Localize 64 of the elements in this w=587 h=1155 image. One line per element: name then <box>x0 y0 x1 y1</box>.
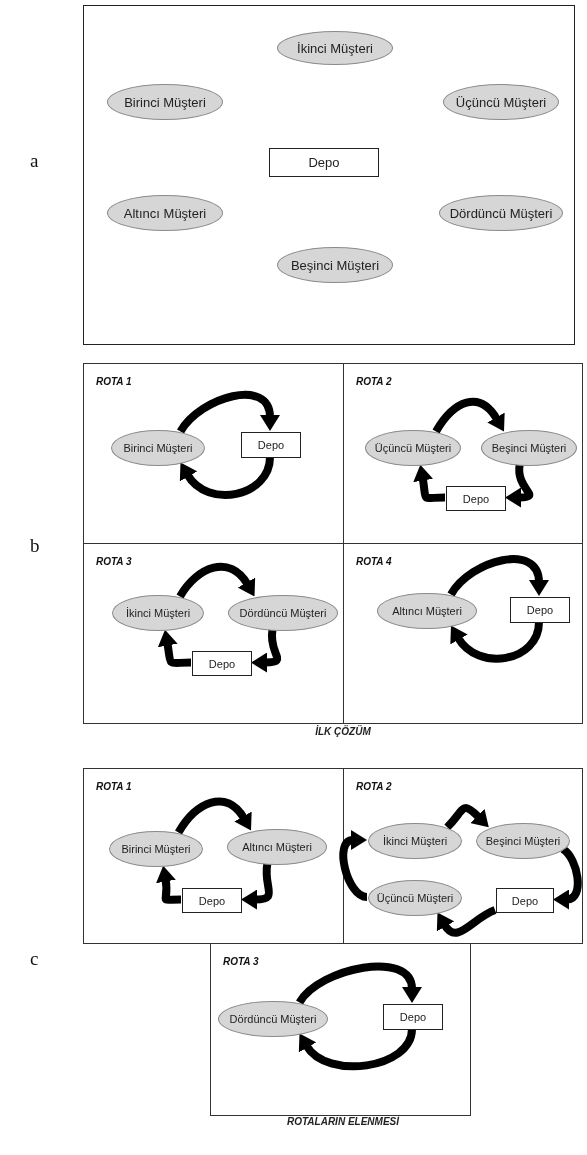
panel-title: ROTA 1 <box>96 376 132 387</box>
depot-box: Depo <box>269 148 379 177</box>
curved-arrow <box>505 464 533 508</box>
customer-ellipse: Beşinci Müşteri <box>476 823 570 859</box>
route-panel <box>83 363 344 544</box>
curved-arrow <box>339 830 368 901</box>
depot-box: Depo <box>182 888 242 913</box>
panel-letter: b <box>30 535 41 557</box>
customer-ellipse: Dördüncü Müşteri <box>439 195 563 231</box>
depot-box: Depo <box>496 888 554 913</box>
customer-ellipse: Dördüncü Müşteri <box>228 595 338 631</box>
customer-ellipse: İkinci Müşteri <box>368 823 462 859</box>
curved-arrow <box>157 629 192 667</box>
customer-ellipse: Altıncı Müşteri <box>227 829 327 865</box>
customer-ellipse: Dördüncü Müşteri <box>218 1001 328 1037</box>
customer-ellipse: Altıncı Müşteri <box>377 593 477 629</box>
curved-arrow <box>155 865 182 904</box>
route-panel <box>83 543 344 724</box>
customer-ellipse: İkinci Müşteri <box>112 595 204 631</box>
curved-arrow <box>444 804 489 830</box>
curved-arrow <box>251 629 281 673</box>
customer-ellipse: Üçüncü Müşteri <box>365 430 461 466</box>
panel-title: ROTA 3 <box>223 956 259 967</box>
curved-arrow <box>175 797 252 835</box>
curved-arrow <box>177 391 280 434</box>
route-panel <box>343 363 583 544</box>
curved-arrow <box>176 562 256 599</box>
panel-title: ROTA 2 <box>356 376 392 387</box>
customer-ellipse: Altıncı Müşteri <box>107 195 223 231</box>
panel-letter: a <box>30 150 40 172</box>
depot-box: Depo <box>383 1004 443 1030</box>
customer-ellipse: Birinci Müşteri <box>111 430 205 466</box>
curved-arrow <box>432 397 505 434</box>
customer-ellipse: Birinci Müşteri <box>109 831 203 867</box>
route-panel <box>210 943 471 1116</box>
curved-arrow <box>297 1028 416 1071</box>
curved-arrow <box>241 863 273 910</box>
customer-ellipse: Beşinci Müşteri <box>481 430 577 466</box>
panel-caption: İLK ÇÖZÜM <box>314 726 372 739</box>
route-panel <box>343 768 583 944</box>
curved-arrow <box>449 621 543 663</box>
panel-title: ROTA 2 <box>356 781 392 792</box>
curved-arrow <box>413 464 446 502</box>
depot-box: Depo <box>241 432 301 458</box>
panel-title: ROTA 1 <box>96 781 132 792</box>
customer-ellipse: Beşinci Müşteri <box>277 247 393 283</box>
panel-letter: c <box>30 948 40 970</box>
curved-arrow <box>447 555 549 597</box>
panel-title: ROTA 3 <box>96 556 132 567</box>
route-panel <box>83 768 344 944</box>
curved-arrow <box>179 456 274 499</box>
depot-box: Depo <box>192 651 252 676</box>
panel-frame <box>83 5 575 345</box>
curved-arrow <box>296 962 422 1005</box>
route-panel <box>343 543 583 724</box>
depot-box: Depo <box>446 486 506 511</box>
customer-ellipse: Üçüncü Müşteri <box>368 880 462 916</box>
customer-ellipse: İkinci Müşteri <box>277 31 393 65</box>
depot-box: Depo <box>510 597 570 623</box>
panel-caption: ROTALARIN ELENMESİ <box>285 1116 401 1129</box>
curved-arrow <box>436 906 497 937</box>
panel-title: ROTA 4 <box>356 556 392 567</box>
customer-ellipse: Üçüncü Müşteri <box>443 84 559 120</box>
customer-ellipse: Birinci Müşteri <box>107 84 223 120</box>
